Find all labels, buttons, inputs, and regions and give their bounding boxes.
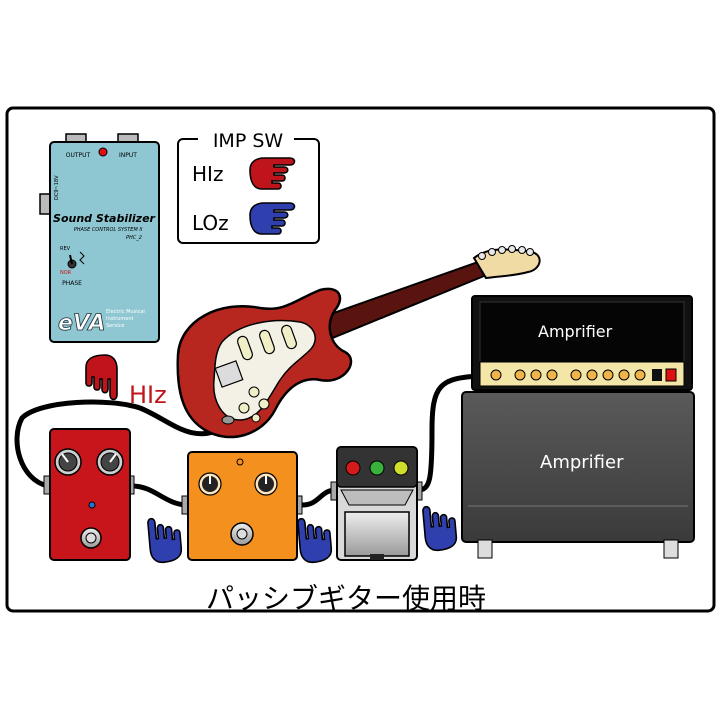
stabilizer-dc-label: DC9~18V (54, 175, 60, 200)
stabilizer-name: Sound Stabilizer (53, 212, 155, 225)
brand-tag-3: Service (106, 323, 124, 329)
imp-sw-title: IMP SW (213, 130, 284, 152)
electric-guitar (176, 245, 541, 439)
amp-head-label: Amprifier (538, 322, 613, 341)
hiz-setting-label: HIz (129, 381, 167, 409)
fuzz-knob-2[interactable] (96, 448, 124, 476)
orange-footswitch[interactable] (230, 522, 254, 546)
cables (14, 373, 483, 508)
stabilizer-nor-label: NOR (60, 270, 72, 276)
brand-tag-2: Instrument (106, 316, 134, 322)
imp-sw-legend: IMP SW HIz LOz (177, 128, 320, 244)
stabilizer-subtitle: PHASE CONTROL SYSTEM II (74, 227, 143, 233)
sound-stabilizer-pedal: OUTPUT INPUT DC9~18V Sound Stabilizer PH… (39, 133, 160, 343)
amp-head (471, 295, 693, 391)
stabilizer-rev-label: REV (60, 246, 71, 252)
brand-tag-1: Electric Musical (106, 309, 145, 315)
eva-logo: eVA (58, 311, 105, 336)
stabilizer-output-label: OUTPUT (66, 152, 91, 159)
fuzz-knob-1[interactable] (54, 448, 82, 476)
amp-cabinet-label: Amprifier (540, 452, 624, 473)
orange-knob-1[interactable] (198, 472, 222, 496)
red-fuzz-pedal (43, 428, 135, 561)
stabilizer-phase-label: PHASE (62, 280, 82, 287)
amp-cabinet (461, 391, 695, 559)
imp-sw-hiz-label: HIz (192, 162, 223, 186)
imp-sw-loz-label: LOz (192, 211, 229, 235)
stabilizer-input-label: INPUT (119, 152, 137, 159)
orange-knob-2[interactable] (254, 472, 278, 496)
grey-pedal-treadle[interactable] (344, 511, 410, 557)
grey-pedal (330, 446, 423, 561)
caption: パッシブギター使用時 (206, 582, 487, 615)
orange-pedal (181, 451, 303, 561)
fuzz-footswitch[interactable] (80, 527, 102, 549)
stabilizer-model: PHC_2 (126, 235, 142, 241)
